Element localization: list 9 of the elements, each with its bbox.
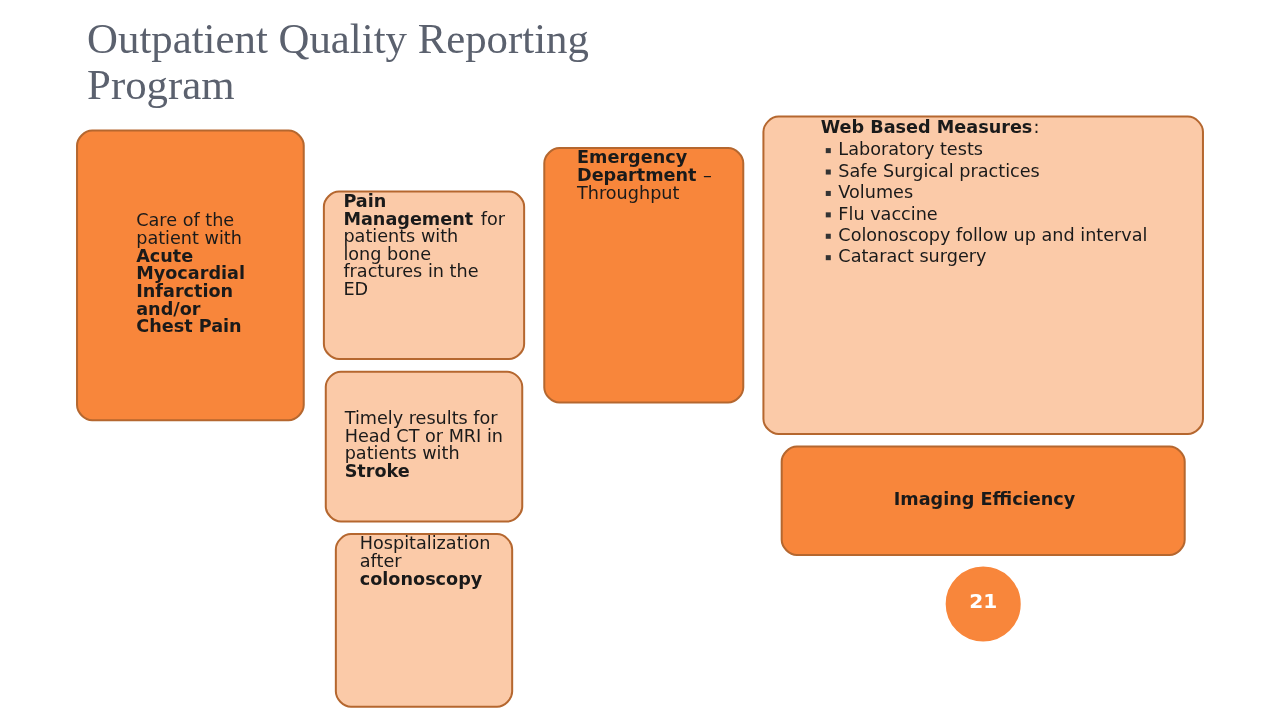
node-box: Emergency Department – Throughput <box>543 147 745 404</box>
node-box: Imaging Efficiency <box>780 445 1186 556</box>
node-circle: 21 <box>945 566 1021 642</box>
node-box: Care of the patient with Acute Myocardial Infarction and/or Chest Pain <box>76 129 305 422</box>
node-box: Hospitalization after colonoscopy <box>334 533 514 708</box>
diagram-title: Outpatient Quality Reporting Program <box>87 14 589 109</box>
node-box: Timely results for Head CT or MRI in patients with Stroke <box>324 370 524 523</box>
node-box: Web Based Measures: Laboratory tests Safe Surgical practices Volumes Flu vaccine Colonoscopy follow up and interval Cataract surgery <box>762 115 1204 435</box>
node-box: Pain Management for patients with long bone fractures in the ED <box>322 190 526 361</box>
